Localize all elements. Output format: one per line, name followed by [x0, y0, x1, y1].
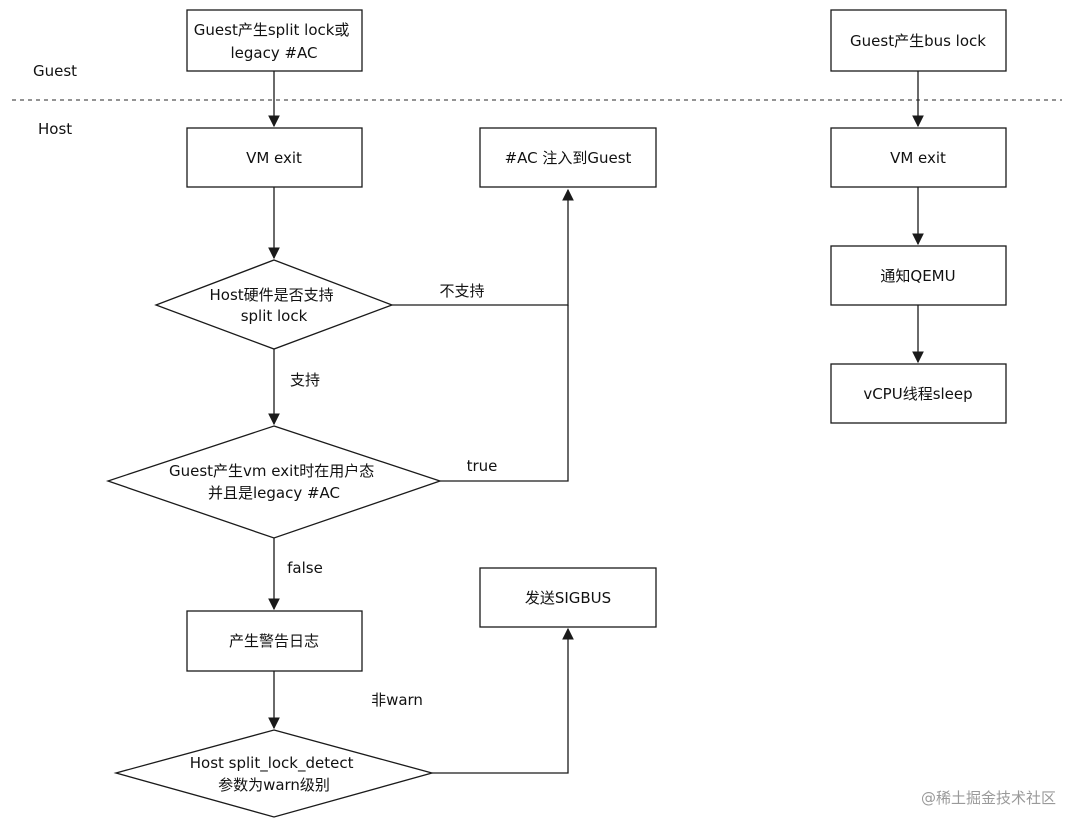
node-diamond-param-check: [113, 729, 435, 818]
node-diamond-user-mode-check: [105, 425, 443, 539]
node-label-warn-log: 产生警告日志: [229, 632, 319, 650]
node-label-vm-exit-left: VM exit: [246, 149, 302, 167]
edge-true-to-ac-inject: [440, 305, 569, 482]
edge-label-true: true: [467, 457, 498, 475]
node-box-vm-exit-right: [830, 127, 1007, 188]
edge-label-not-warn: 非warn: [371, 691, 423, 709]
node-diamond-hw-support: [154, 259, 394, 350]
node-label-hw-support: Host硬件是否支持 split lock: [210, 286, 339, 325]
node-box-send-sigbus: [479, 567, 657, 628]
node-box-ac-inject: [479, 127, 657, 188]
node-box-guest-split-lock: [186, 9, 363, 72]
node-label-user-mode-check: Guest产生vm exit时在用户态 并且是legacy #AC: [169, 462, 379, 502]
node-label-param-check: Host split_lock_detect 参数为warn级别: [190, 754, 359, 794]
node-box-guest-bus-lock: [830, 9, 1007, 72]
node-box-warn-log: [186, 610, 363, 672]
watermark: @稀土掘金技术社区: [921, 789, 1056, 807]
node-label-guest-bus-lock: Guest产生bus lock: [850, 32, 986, 50]
edge-not-warn-to-sigbus: [432, 627, 574, 774]
node-label-ac-inject: #AC 注入到Guest: [505, 149, 632, 167]
node-label-notify-qemu: 通知QEMU: [880, 267, 955, 285]
edge-label-false: false: [287, 559, 323, 577]
node-label-vm-exit-right: VM exit: [890, 149, 946, 167]
region-label-guest: Guest: [33, 62, 77, 80]
edges: [268, 71, 924, 774]
node-box-notify-qemu: [830, 245, 1007, 306]
node-label-guest-split-lock: Guest产生split lock或 legacy #AC: [194, 21, 354, 62]
edge-label-supported: 支持: [290, 371, 320, 389]
node-label-vcpu-sleep: vCPU线程sleep: [863, 385, 972, 403]
node-box-vcpu-sleep: [830, 363, 1007, 424]
edge-label-not-supported: 不支持: [439, 282, 484, 300]
region-label-host: Host: [38, 120, 72, 138]
node-box-vm-exit-left: [186, 127, 363, 188]
node-label-send-sigbus: 发送SIGBUS: [525, 589, 611, 607]
